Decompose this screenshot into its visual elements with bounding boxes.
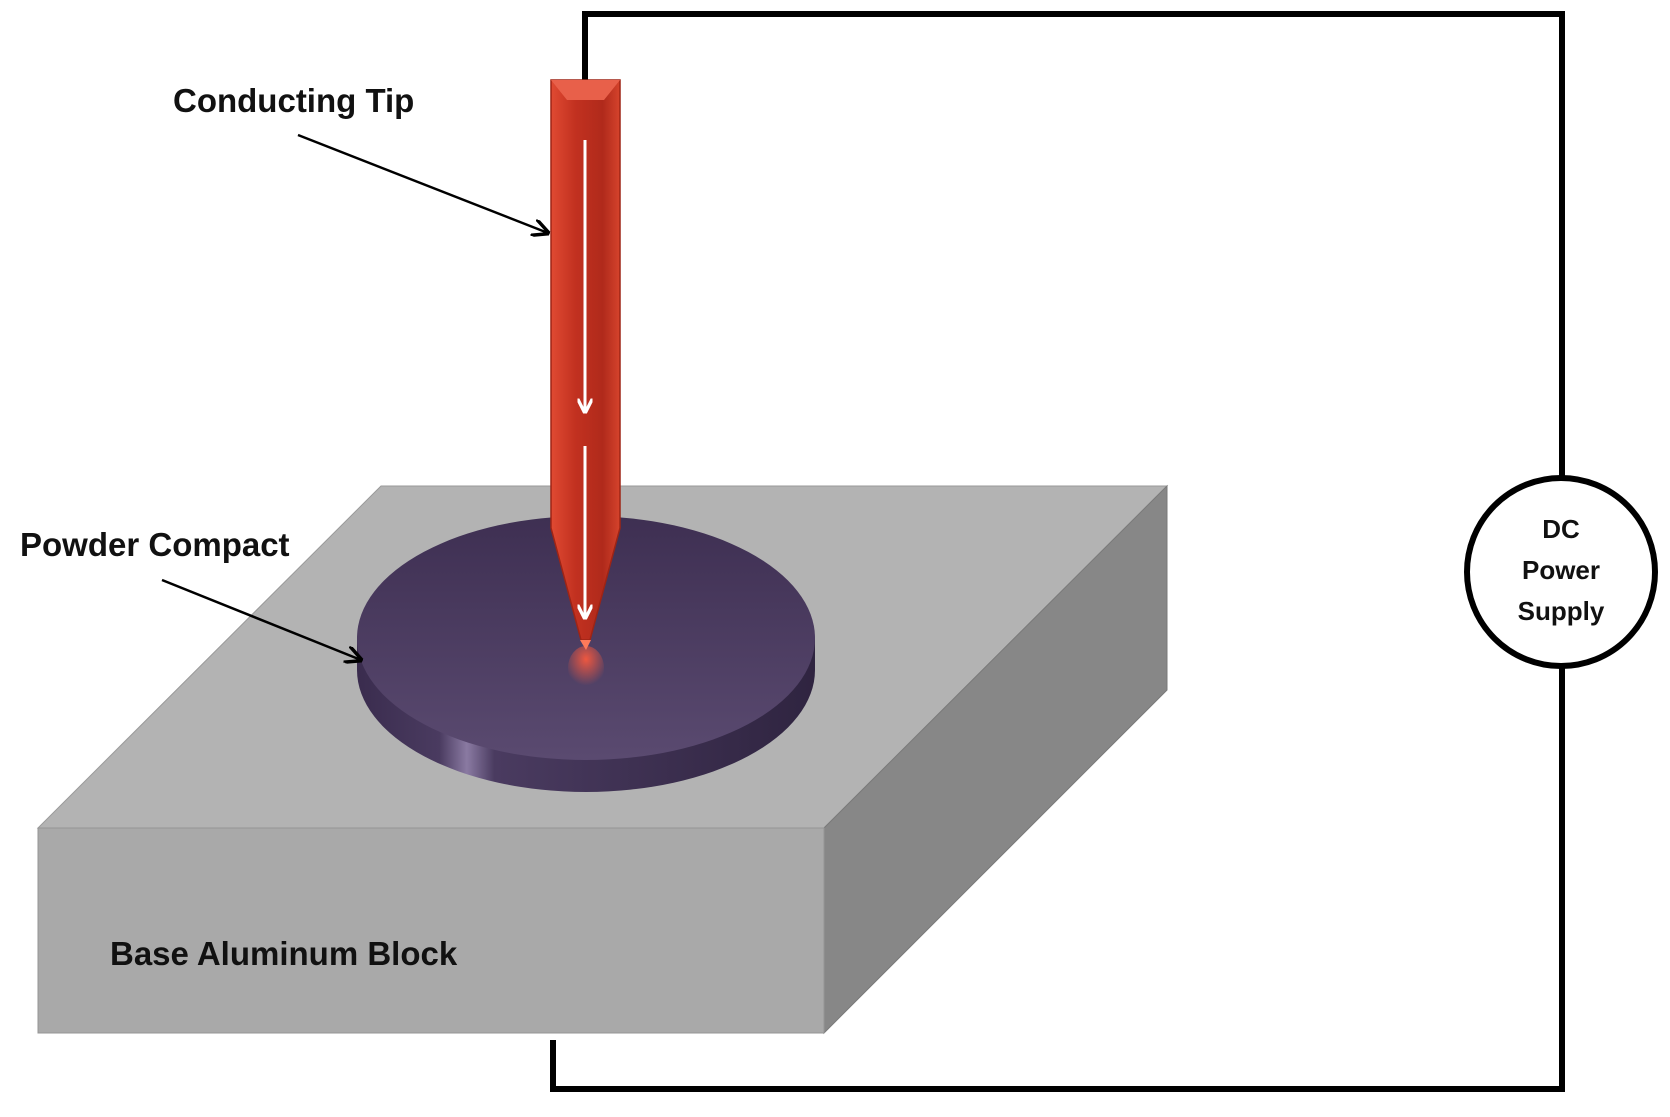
wire-top: [582, 11, 1565, 478]
power-supply-circle: [1464, 475, 1658, 669]
power-supply-label-line2: Power: [1522, 555, 1600, 585]
conducting-tip-label: Conducting Tip: [173, 82, 414, 119]
tip-point-highlight: [580, 640, 591, 650]
dc-power-supply: DC Power Supply: [1464, 475, 1658, 669]
conducting-tip-pointer-arrow: [297, 133, 548, 233]
contact-glow: [568, 646, 604, 690]
tip-bevel: [551, 80, 620, 100]
powder-compact-pointer-arrow: [161, 578, 361, 660]
power-supply-label-line3: Supply: [1518, 596, 1605, 626]
conducting-tip: [550, 79, 621, 650]
powder-compact-label: Powder Compact: [20, 526, 290, 563]
wire-bottom: [550, 666, 1565, 1092]
base-block-label: Base Aluminum Block: [110, 935, 458, 972]
power-supply-label-line1: DC: [1542, 514, 1580, 544]
block-front-face: [37, 827, 825, 1034]
